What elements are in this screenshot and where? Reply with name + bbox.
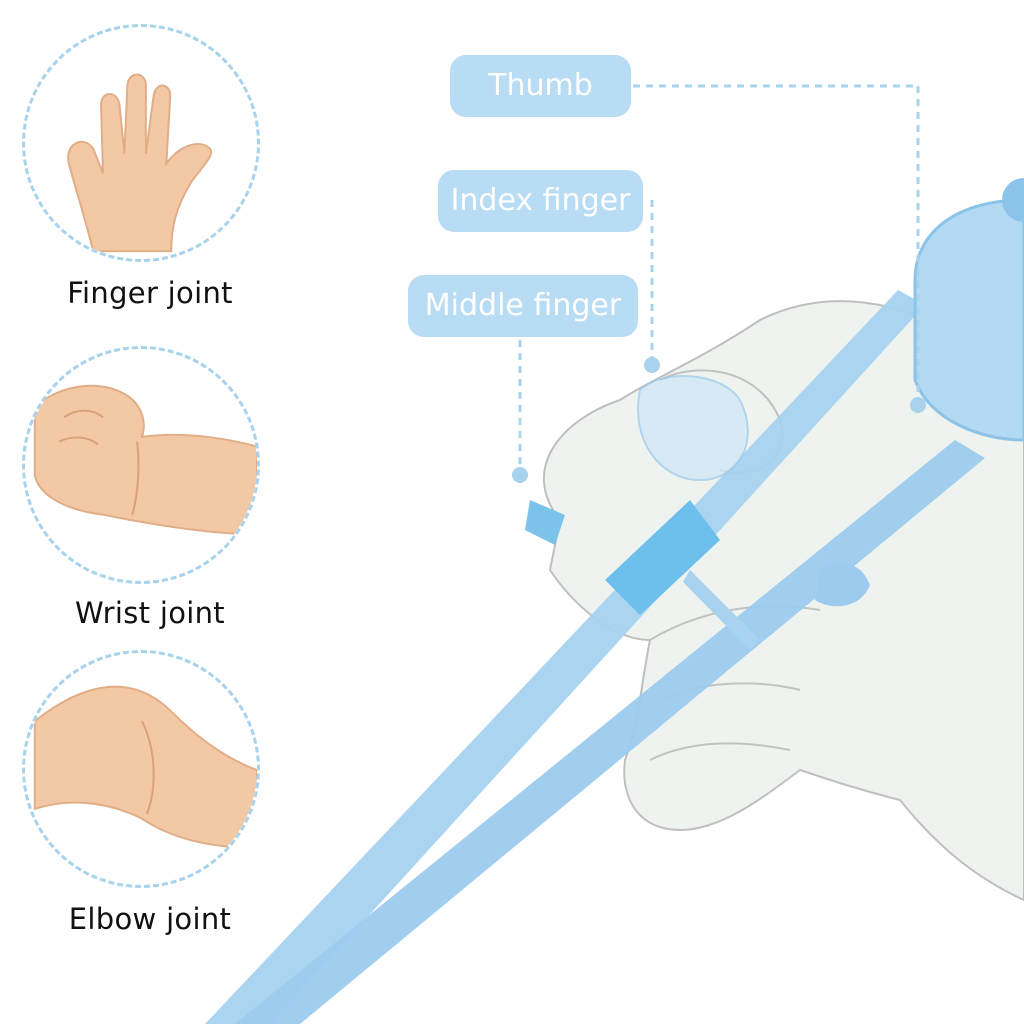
wrist-joint-image bbox=[22, 346, 260, 584]
chopstick-lower bbox=[235, 440, 985, 1024]
chopstick-upper bbox=[205, 290, 925, 1024]
wrist-joint-label: Wrist joint bbox=[75, 596, 225, 630]
elbow-joint-label: Elbow joint bbox=[68, 902, 232, 936]
finger-joint-image bbox=[22, 24, 260, 262]
index-dot bbox=[644, 357, 660, 373]
middle-finger-ring bbox=[525, 500, 565, 545]
thumb-callout: Thumb bbox=[450, 55, 631, 117]
middle-dot bbox=[512, 467, 528, 483]
chopstick-cap bbox=[913, 198, 1024, 442]
support-stick bbox=[683, 570, 760, 650]
connector-clip bbox=[605, 500, 720, 615]
support-bar bbox=[815, 563, 870, 607]
middle-finger-callout: Middle finger bbox=[408, 275, 638, 337]
thumb-dot bbox=[910, 397, 926, 413]
chopstick-cap-ball bbox=[1002, 178, 1024, 222]
finger-joint-label: Finger joint bbox=[67, 276, 233, 310]
baby-wrist-icon bbox=[33, 384, 257, 536]
index-finger-callout: Index finger bbox=[438, 170, 643, 232]
elbow-joint-image bbox=[22, 650, 260, 888]
baby-elbow-icon bbox=[33, 685, 257, 849]
baby-hand-icon bbox=[67, 73, 213, 253]
index-finger-ring bbox=[637, 375, 749, 482]
hand-fold-line bbox=[649, 742, 791, 761]
